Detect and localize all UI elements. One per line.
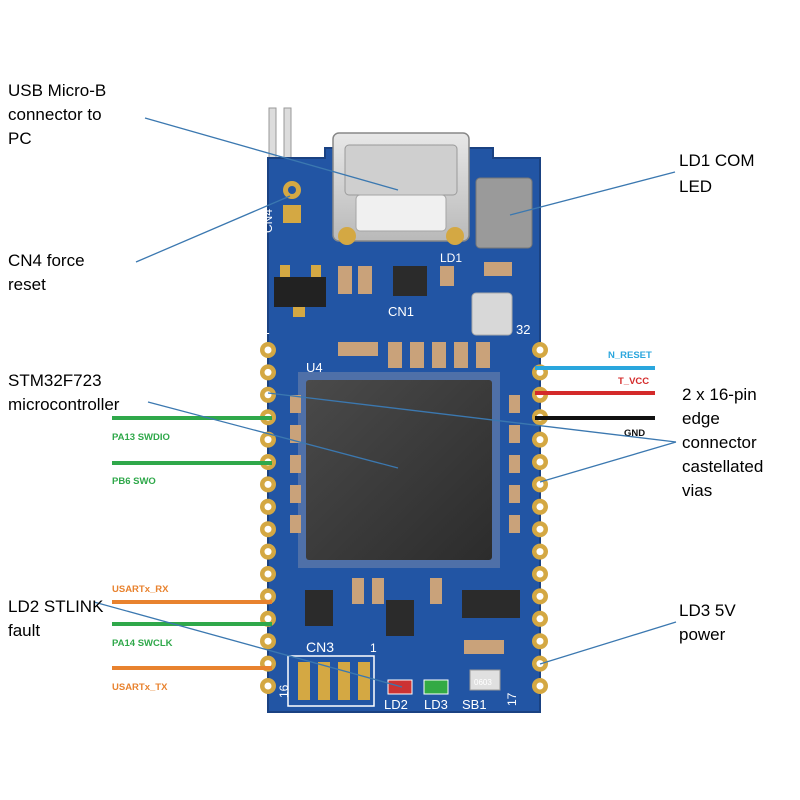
signal-t-vcc: T_VCC: [618, 376, 649, 387]
signal-pa14: PA14 SWCLK: [112, 638, 173, 649]
via-hole: [264, 368, 272, 376]
via-hole: [264, 391, 272, 399]
silk-pin32: 32: [516, 322, 530, 337]
via-hole: [264, 525, 272, 533]
silk-pin16: 16: [277, 684, 291, 698]
via-hole: [536, 615, 544, 623]
silk-pin17: 17: [505, 692, 519, 706]
via-hole: [536, 570, 544, 578]
signal-pb6: PB6 SWO: [112, 476, 156, 487]
svg-text:vias: vias: [682, 481, 712, 500]
silk-sb1: SB1: [462, 697, 487, 712]
callout-mcu: STM32F723 microcontroller: [8, 371, 120, 414]
svg-text:microcontroller: microcontroller: [8, 395, 120, 414]
svg-text:LED: LED: [679, 177, 712, 196]
crystal-oscillator: [471, 292, 513, 336]
via-hole: [264, 436, 272, 444]
leader-lines: [93, 117, 677, 688]
signal-wires: [112, 366, 655, 670]
silk-ld1: LD1: [440, 251, 462, 265]
svg-text:edge: edge: [682, 409, 720, 428]
edge-connector-castellated-vias: [260, 342, 548, 694]
svg-text:LD3 5V: LD3 5V: [679, 601, 736, 620]
callout-ld1: LD1 COM LED: [679, 151, 755, 196]
cn3-connector-pads: [287, 655, 375, 707]
svg-text:CN4 force: CN4 force: [8, 251, 85, 270]
via-hole: [264, 346, 272, 354]
callout-edge: 2 x 16-pin edge connector castellated vi…: [682, 385, 763, 500]
via-hole: [536, 346, 544, 354]
callout-usb: USB Micro-B connector to PC: [8, 81, 106, 148]
signal-usart-tx: USARTx_TX: [112, 682, 168, 693]
silk-0603: 0603: [474, 678, 492, 687]
callout-ld3: LD3 5V power: [679, 601, 736, 644]
svg-text:fault: fault: [8, 621, 40, 640]
silk-u4: U4: [306, 360, 323, 375]
ld1-com-led: [475, 177, 533, 249]
silk-cn3: CN3: [306, 639, 334, 655]
via-hole: [536, 503, 544, 511]
via-hole: [264, 615, 272, 623]
silk-cn1: CN1: [388, 304, 414, 319]
via-hole: [264, 660, 272, 668]
svg-text:2 x 16-pin: 2 x 16-pin: [682, 385, 757, 404]
top-passives: [338, 262, 512, 368]
via-hole: [264, 637, 272, 645]
via-hole: [536, 592, 544, 600]
via-hole: [536, 637, 544, 645]
svg-text:connector: connector: [682, 433, 757, 452]
svg-text:USB Micro-B: USB Micro-B: [8, 81, 106, 100]
silk-cn3-pin1: 1: [370, 641, 377, 655]
esd-protection-chip: [393, 266, 427, 296]
svg-text:connector to: connector to: [8, 105, 102, 124]
svg-text:LD1 COM: LD1 COM: [679, 151, 755, 170]
via-hole: [536, 480, 544, 488]
silk-pin1: 1: [262, 321, 270, 337]
signal-gnd: GND: [624, 428, 645, 439]
silk-ld2: LD2: [384, 697, 408, 712]
silk-ld3: LD3: [424, 697, 448, 712]
svg-text:PC: PC: [8, 129, 32, 148]
svg-text:castellated: castellated: [682, 457, 763, 476]
via-hole: [264, 480, 272, 488]
usb-micro-b-connector: [332, 132, 470, 245]
via-hole: [264, 503, 272, 511]
via-hole: [264, 682, 272, 690]
stm32f723-microcontroller: [298, 372, 500, 568]
voltage-regulator: [274, 265, 326, 317]
svg-text:reset: reset: [8, 275, 46, 294]
svg-text:LD2 STLINK: LD2 STLINK: [8, 597, 104, 616]
cn4-force-reset-pads: [283, 181, 301, 223]
via-hole: [536, 548, 544, 556]
via-hole: [264, 592, 272, 600]
via-hole: [536, 436, 544, 444]
via-hole: [264, 548, 272, 556]
svg-text:STM32F723: STM32F723: [8, 371, 102, 390]
svg-text:power: power: [679, 625, 726, 644]
silk-cn4: CN4: [261, 209, 275, 233]
side-passives: [290, 395, 520, 533]
via-hole: [536, 682, 544, 690]
ld3-5v-power-led: [423, 679, 449, 695]
callout-ld2: LD2 STLINK fault: [8, 597, 104, 640]
via-hole: [536, 525, 544, 533]
signal-usart-rx: USARTx_RX: [112, 584, 169, 595]
via-hole: [264, 570, 272, 578]
via-hole: [536, 458, 544, 466]
signal-n-reset: N_RESET: [608, 350, 652, 361]
callout-cn4: CN4 force reset: [8, 251, 85, 294]
signal-pa13: PA13 SWDIO: [112, 432, 170, 443]
via-hole: [536, 368, 544, 376]
lower-components: [305, 578, 520, 691]
